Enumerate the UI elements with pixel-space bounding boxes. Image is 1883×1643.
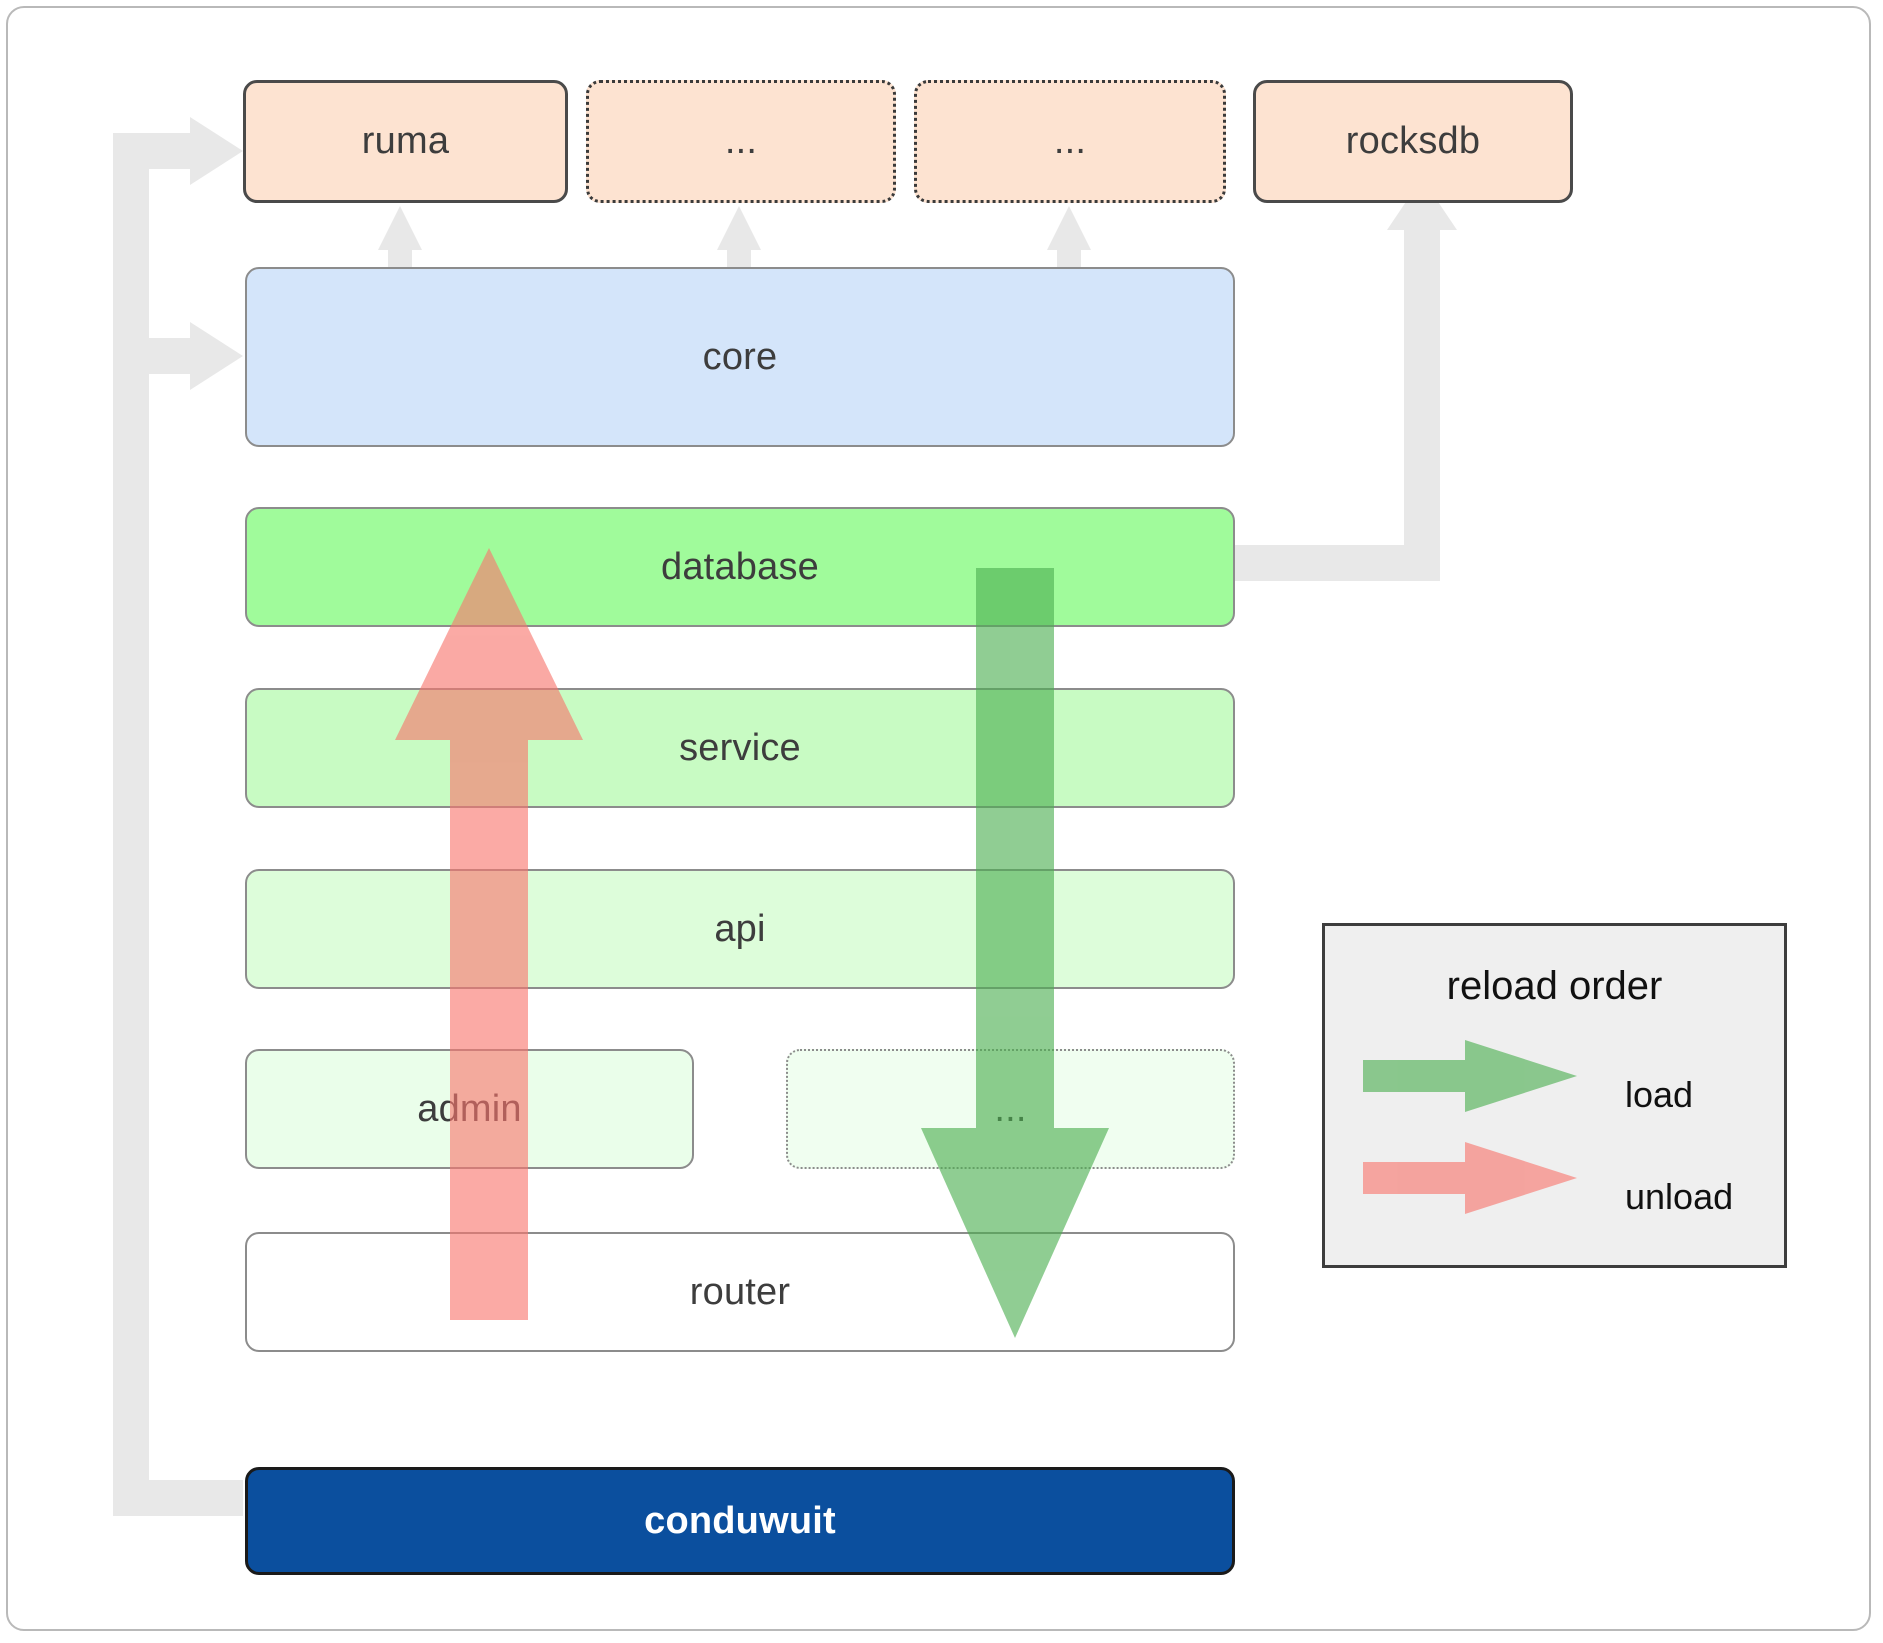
dep-node-dots-2-label: ... — [1053, 120, 1087, 162]
legend-load-arrow-icon — [1363, 1040, 1577, 1112]
layer-node-router[interactable]: router — [245, 1232, 1235, 1352]
layer-node-service-label: service — [679, 726, 801, 769]
layer-node-admin-label: admin — [417, 1087, 522, 1130]
layer-node-api-label: api — [714, 907, 766, 950]
legend-title: reload order — [1446, 964, 1663, 1008]
layer-node-admin[interactable]: admin — [245, 1049, 694, 1169]
layer-node-router-label: router — [689, 1270, 791, 1313]
legend-unload-arrow-icon — [1363, 1142, 1577, 1214]
layer-node-database-label: database — [661, 545, 819, 588]
layer-node-api[interactable]: api — [245, 869, 1235, 989]
legend-label-load: load — [1625, 1074, 1694, 1115]
layer-node-dots-3-label: ... — [994, 1087, 1027, 1130]
dep-node-ruma[interactable]: ruma — [243, 80, 568, 203]
dep-node-rocksdb-label: rocksdb — [1345, 120, 1481, 162]
dep-node-rocksdb[interactable]: rocksdb — [1253, 80, 1573, 203]
layer-node-dots-3[interactable]: ... — [786, 1049, 1235, 1169]
layer-node-service[interactable]: service — [245, 688, 1235, 808]
core-node[interactable]: core — [245, 267, 1235, 447]
dep-node-dots-1[interactable]: ... — [586, 80, 896, 203]
layer-node-database[interactable]: database — [245, 507, 1235, 627]
root-node-conduwuit[interactable]: conduwuit — [245, 1467, 1235, 1575]
dep-node-dots-1-label: ... — [724, 120, 758, 162]
legend-panel: reload order load unload — [1322, 923, 1787, 1268]
legend-arrow-icons — [1363, 1040, 1577, 1214]
legend-label-unload: unload — [1625, 1176, 1734, 1217]
core-node-label: core — [702, 335, 778, 378]
diagram-frame — [6, 6, 1871, 1631]
dep-node-dots-2[interactable]: ... — [914, 80, 1226, 203]
dep-node-ruma-label: ruma — [361, 120, 450, 162]
root-node-conduwuit-label: conduwuit — [644, 1499, 836, 1542]
